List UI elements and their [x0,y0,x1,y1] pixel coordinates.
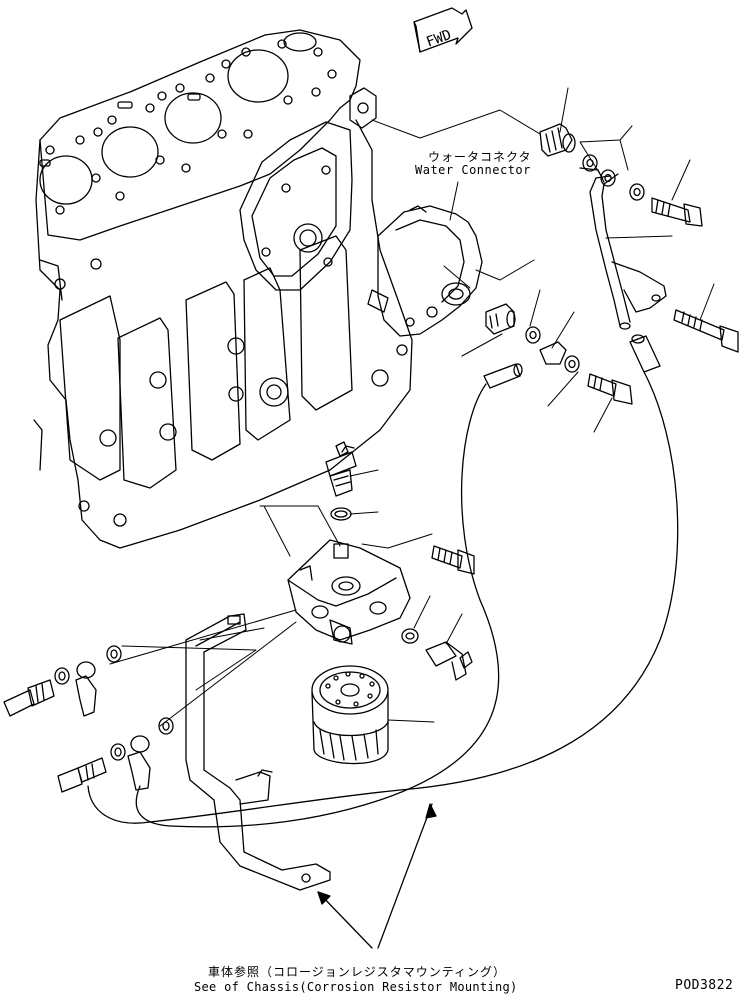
filter-head [288,540,410,644]
chassis-reference-label-jp: 車体参照（コロージョンレジスタマウンティング） [208,965,507,979]
mounting-bracket [186,614,330,890]
chassis-reference-arrows [318,804,436,948]
chassis-reference-label-en: See of Chassis(Corrosion Resistor Mounti… [194,980,518,994]
fwd-arrow-icon: FWD [414,8,472,52]
hoses [88,372,678,827]
engine-block [34,30,412,548]
water-connector-label-jp: ウォータコネクタ [428,150,532,164]
water-connector-label-en: Water Connector [415,163,531,177]
fwd-label: FWD [424,27,453,51]
leader-lines [110,88,714,726]
long-bolt [674,310,738,352]
filter-cartridge [312,666,388,764]
left-fittings [4,646,173,792]
upper-fittings [540,124,702,226]
water-connector [368,206,482,336]
sensor-top [326,442,356,520]
sensor-right [402,629,472,680]
bent-pipe [580,168,666,329]
filter-bolt [432,546,474,574]
lower-fittings [484,304,660,404]
drawing-code: POD3822 [675,978,734,993]
